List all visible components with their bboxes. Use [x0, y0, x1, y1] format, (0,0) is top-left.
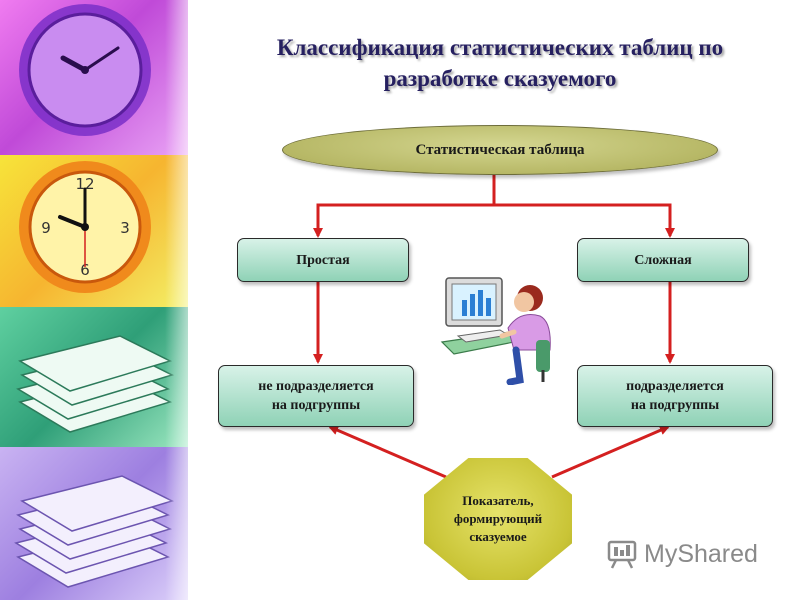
svg-text:3: 3: [120, 219, 130, 237]
svg-text:12: 12: [75, 175, 94, 193]
paper-stack-image-violet: [0, 447, 188, 600]
slide-title-line-1: Классификация статистических таблиц по: [276, 35, 724, 60]
node-subdivided: подразделяется на подгруппы: [577, 365, 773, 427]
myshared-watermark: MyShared: [606, 537, 758, 571]
paper-stack-icon: [14, 475, 175, 588]
svg-text:6: 6: [80, 261, 90, 279]
indicator-line-3: сказуемое: [469, 529, 527, 544]
clock-image-purple: [0, 0, 188, 155]
svg-text:9: 9: [41, 219, 51, 237]
arrow-root-to-complex: [494, 203, 675, 238]
slide-title: Классификация статистических таблиц по р…: [215, 32, 785, 94]
node-not-subdivided-line-1: не подразделяется: [258, 379, 374, 394]
paper-stack-image-green: [0, 307, 188, 447]
orange-clock-icon: 12 3 6 9: [19, 161, 151, 293]
indicator-line-2: формирующий: [453, 511, 543, 526]
paper-stack-icon: [16, 335, 175, 433]
indicator-line-1: Показатель,: [462, 493, 534, 508]
clock-image-yellow: 12 3 6 9: [0, 155, 188, 307]
node-simple-table: Простая: [237, 238, 409, 282]
arrow-indicator-to-sub: [551, 425, 670, 479]
strip-fade: [165, 0, 205, 600]
root-node-statistical-table: Статистическая таблица: [282, 125, 718, 175]
node-subdivided-line-1: подразделяется: [626, 379, 724, 394]
arrow-root-to-simple: [313, 203, 494, 238]
node-subdivided-line-2: на подгруппы: [630, 398, 720, 413]
node-not-subdivided-line-2: на подгруппы: [271, 398, 361, 413]
node-not-subdivided: не подразделяется на подгруппы: [218, 365, 414, 427]
decorative-image-strip: 12 3 6 9: [0, 0, 205, 600]
person-at-computer-icon: [440, 277, 551, 385]
node-complex-table: Сложная: [577, 238, 749, 282]
purple-clock-icon: [19, 4, 151, 136]
myshared-logo-icon: [607, 540, 637, 569]
arrow-indicator-to-nosub: [328, 425, 447, 479]
watermark-text: MyShared: [644, 539, 758, 568]
indicator-node: Показатель, формирующий сказуемое: [424, 458, 572, 580]
slide-title-line-2: разработке сказуемого: [383, 66, 617, 91]
